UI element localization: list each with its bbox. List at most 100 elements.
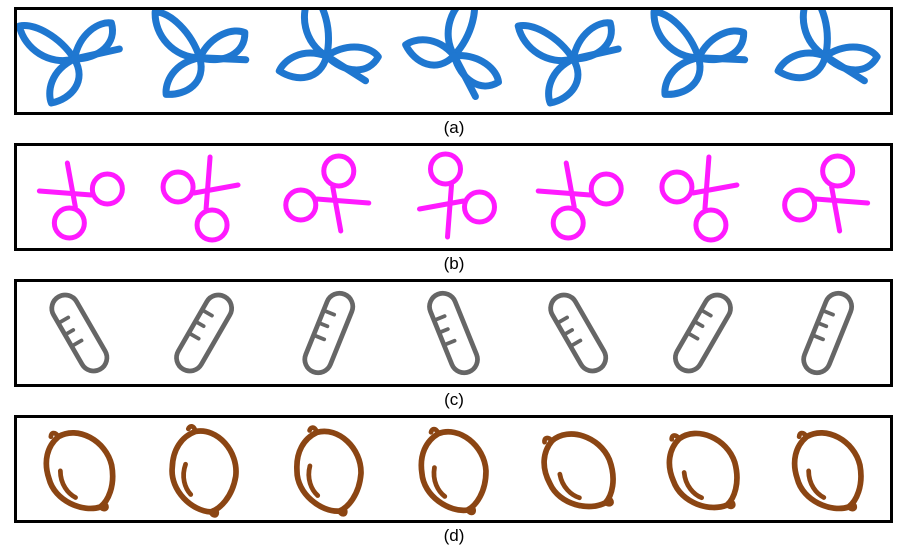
scissors-icon-stroke (283, 187, 319, 223)
ruler-icon-stroke (801, 290, 854, 376)
ruler-icon-stroke (186, 331, 201, 341)
lemon-icon (541, 431, 616, 510)
scissors-icon-stroke (693, 207, 729, 243)
scissors-icon-stroke (690, 182, 740, 196)
ruler-icon-stroke (442, 338, 457, 347)
trefoil-knot-icon-stroke (822, 52, 868, 85)
lemon-icon-stroke (43, 430, 116, 512)
scissors-icon-stroke (462, 189, 497, 225)
scissors-icon-stroke (417, 198, 466, 212)
lemon-icon-stroke (806, 468, 827, 500)
trefoil-knot-icon-stroke (402, 36, 458, 69)
scissors-icon-stroke (51, 205, 87, 241)
scissors-icon-stroke (445, 182, 454, 240)
caption-b: (b) (443, 254, 465, 273)
ruler-icon-stroke (568, 338, 583, 349)
lemon-icon-stroke (431, 465, 448, 499)
trefoil-knot-icon (774, 10, 881, 85)
scissors-icon (535, 160, 624, 241)
ruler-icon (548, 292, 609, 374)
ruler-icon-stroke (56, 315, 71, 326)
trefoil-knot-icon-stroke (774, 49, 830, 82)
ruler-icon-stroke (311, 333, 327, 342)
ruler-icon-stroke (302, 290, 356, 376)
ruler-icon-stroke (316, 320, 330, 329)
trefoil-knot-icon-stroke (46, 55, 83, 107)
scissors-icon-stroke (563, 160, 577, 210)
ruler-icon-stroke (174, 292, 234, 374)
trefoil-knot-icon-stroke (70, 45, 123, 63)
ruler-icon (673, 292, 733, 374)
ruler-icon-stroke (548, 292, 609, 374)
scissors-icon-stroke (588, 171, 624, 207)
lemon-icon-stroke (418, 429, 489, 514)
scissors-icon-stroke (321, 153, 357, 189)
scissors-icon-stroke (203, 154, 213, 212)
icon-row-a-canvas (17, 10, 881, 107)
lemon-icon-stroke (796, 430, 858, 512)
ruler-icon-stroke (193, 319, 206, 329)
trefoil-knot-icon (514, 19, 622, 107)
trefoil-knot-icon-stroke (444, 10, 478, 60)
lemon-icon-stroke (294, 428, 364, 514)
ruler-icon-stroke (69, 338, 84, 349)
trefoil-knot-icon-stroke (569, 45, 622, 63)
ruler-icon-stroke (692, 319, 705, 329)
trefoil-knot-icon-stroke (151, 10, 204, 62)
ruler-icon (427, 290, 480, 376)
ruler-icon-stroke (685, 331, 700, 341)
ruler-icon-stroke (437, 327, 450, 335)
lemon-icon-stroke (669, 433, 736, 510)
icon-row-c-canvas (49, 290, 854, 376)
trefoil-knot-icon (275, 10, 382, 85)
trefoil-knot-icon-stroke (300, 10, 332, 60)
ruler-icon-stroke (432, 314, 447, 323)
trefoil-knot-icon-stroke (17, 22, 78, 64)
scissors-icon (659, 154, 740, 243)
trefoil-knot-icon-stroke (650, 10, 703, 62)
caption-d: (d) (443, 526, 465, 545)
ruler-icon-stroke (820, 308, 835, 317)
ruler-icon-stroke (49, 292, 110, 374)
scissors-icon (283, 153, 372, 234)
ruler-icon-stroke (555, 315, 569, 326)
lemon-icon-stroke (791, 430, 864, 512)
scissors-icon-stroke (550, 205, 586, 241)
ruler-icon (302, 290, 356, 376)
trefoil-knot-icon-stroke (695, 54, 749, 64)
lemon-icon (791, 430, 864, 512)
trefoil-knot-icon-stroke (323, 52, 370, 85)
trefoil-knot-icon-stroke (450, 52, 479, 101)
icon-row-d (14, 415, 893, 523)
icon-row-c (14, 279, 893, 387)
lemon-icon-stroke (557, 471, 582, 501)
scissors-icon-stroke (702, 154, 712, 212)
trefoil-knot-icon-stroke (196, 54, 250, 64)
lemon-icon (43, 430, 116, 512)
lemon-icon-stroke (57, 468, 78, 500)
scissors-icon (417, 151, 497, 240)
trefoil-knot-icon-stroke (661, 54, 704, 98)
scissors-icon-stroke (330, 184, 344, 234)
trefoil-knot-icon-stroke (545, 55, 582, 107)
lemon-icon (294, 425, 364, 517)
trefoil-knot-icon-stroke (514, 22, 577, 64)
icon-row-d-canvas (43, 423, 864, 518)
trefoil-knot-icon-stroke (799, 10, 831, 60)
trefoil-knot-icon (650, 10, 749, 98)
trefoil-knot-icon (402, 10, 502, 101)
scissors-icon (782, 153, 871, 234)
scissors-icon-stroke (820, 153, 856, 189)
scissors-icon-stroke (535, 188, 593, 198)
ruler-icon (174, 292, 234, 374)
scissors-icon-stroke (813, 196, 871, 206)
lemon-icon-stroke (428, 426, 476, 516)
ruler-icon-stroke (63, 328, 76, 337)
ruler-icon-stroke (561, 328, 574, 337)
scissors-icon (36, 160, 125, 241)
lemon-icon-stroke (681, 470, 705, 501)
ruler-icon-stroke (321, 308, 337, 317)
ruler-icon (49, 292, 110, 374)
caption-c: (c) (444, 390, 464, 409)
lemon-icon-stroke (306, 463, 321, 498)
